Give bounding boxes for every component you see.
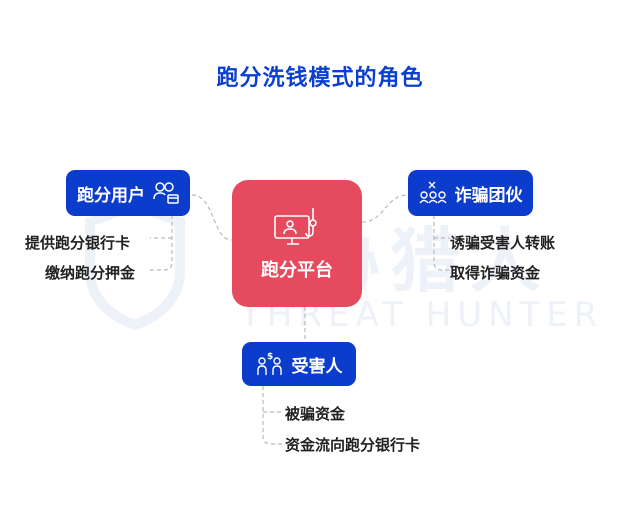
list-item: 被骗资金: [285, 405, 346, 423]
node-platform: 跑分平台: [232, 180, 362, 307]
node-victim: $ 受害人: [242, 342, 356, 386]
page-title: 跑分洗钱模式的角色: [216, 66, 424, 91]
group-x-icon: [418, 181, 447, 204]
monitor-user-hook-icon: [274, 207, 317, 245]
connector-users-platform: [191, 194, 233, 241]
connector-platform-gang: [361, 194, 409, 223]
users-card-icon: [153, 182, 179, 204]
list-item: 缴纳跑分押金: [45, 264, 136, 282]
branch-gang: [433, 215, 450, 271]
node-runner-users: 跑分用户: [66, 170, 190, 216]
list-item: 资金流向跑分银行卡: [285, 436, 421, 454]
node-fraud-gang: 诈骗团伙: [408, 170, 533, 216]
list-item: 诱骗受害人转账: [450, 234, 556, 252]
branch-victim: [262, 386, 282, 445]
list-item: 取得诈骗资金: [450, 264, 541, 282]
people-money-icon: $: [256, 352, 282, 375]
node-label: 诈骗团伙: [454, 185, 523, 206]
node-label: 跑分用户: [77, 185, 145, 206]
list-item: 提供跑分银行卡: [25, 234, 131, 252]
node-label: 跑分平台: [261, 259, 333, 281]
node-label: 受害人: [291, 356, 343, 377]
branch-users: [150, 215, 173, 271]
svg-text:$: $: [267, 352, 273, 362]
